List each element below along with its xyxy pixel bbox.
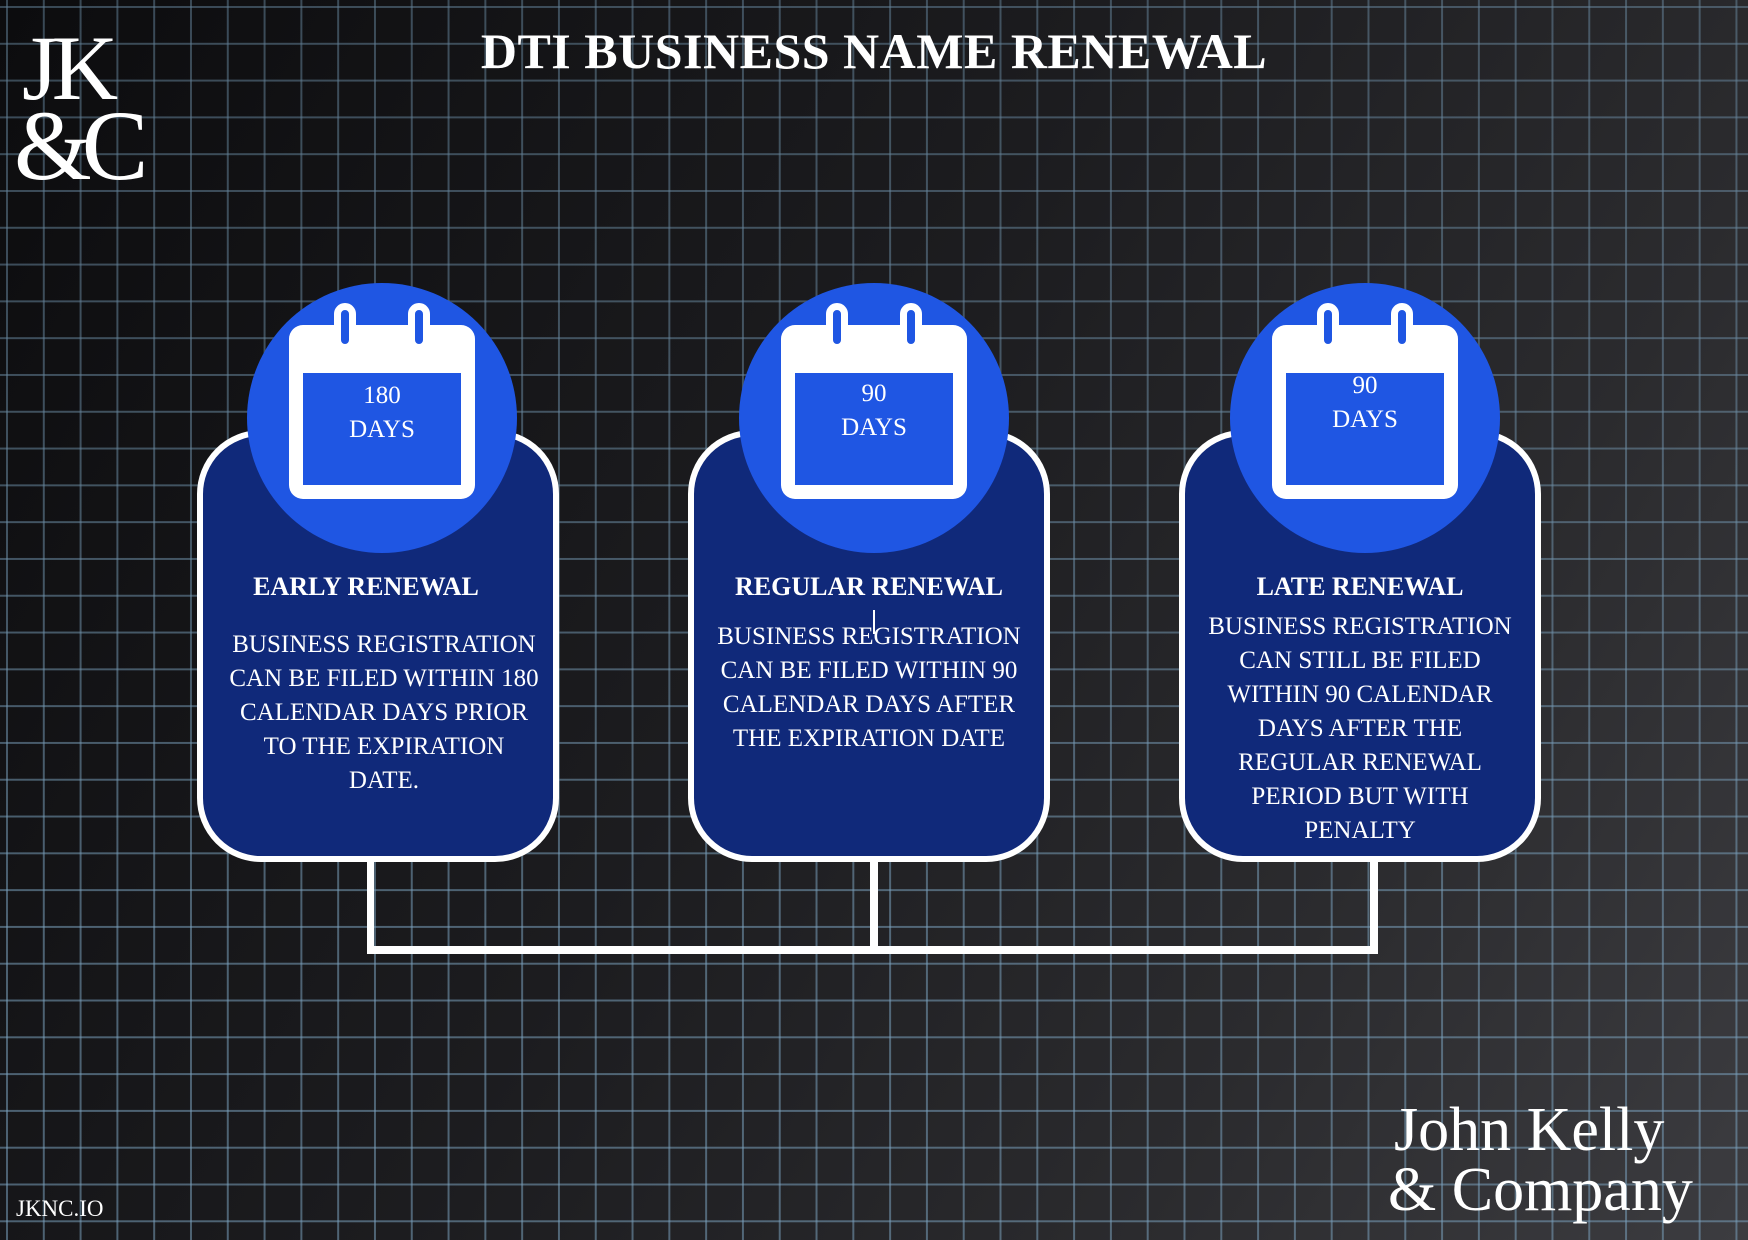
calendar-ring-icon xyxy=(334,303,356,351)
website-url: JKNC.IO xyxy=(16,1196,104,1221)
calendar-ring-icon xyxy=(900,303,922,351)
connector-left-stem xyxy=(367,860,374,950)
card-description: BUSINESS REGISTRATION CAN STILL BE FILED… xyxy=(1208,613,1512,844)
days-number: 90 xyxy=(861,380,887,407)
calendar-icon: 90 DAYS xyxy=(1272,303,1458,499)
connector-bar xyxy=(367,946,1378,954)
days-number: 90 xyxy=(1352,372,1378,399)
days-unit: DAYS xyxy=(349,416,415,443)
calendar-badge: 90 DAYS xyxy=(739,283,1009,553)
days-unit: DAYS xyxy=(841,414,907,441)
card-description: BUSINESS REGISTRATION CAN BE FILED WITHI… xyxy=(229,631,539,794)
calendar-ring-icon xyxy=(408,303,430,351)
calendar-ring-icon xyxy=(1391,303,1413,351)
wordmark-line-2: & Company xyxy=(1388,1156,1693,1224)
days-unit: DAYS xyxy=(1332,406,1398,433)
connector-right-stem xyxy=(1370,860,1378,950)
wordmark-line-1: John Kelly xyxy=(1394,1096,1665,1164)
card-description: BUSINESS REGISTRATION CAN BE FILED WITHI… xyxy=(717,623,1021,752)
jkc-logo: JK &C xyxy=(14,17,164,196)
text-cursor xyxy=(873,610,875,634)
card-title: EARLY RENEWAL xyxy=(253,572,479,601)
calendar-ring-icon xyxy=(826,303,848,351)
calendar-badge: 90 DAYS xyxy=(1230,283,1500,553)
calendar-badge: 180 DAYS xyxy=(247,283,517,553)
days-label: 90 DAYS xyxy=(795,377,953,445)
days-label: 180 DAYS xyxy=(303,379,461,447)
logo-line-1: JK xyxy=(22,17,118,119)
page-title: DTI BUSINESS NAME RENEWAL xyxy=(480,23,1268,79)
calendar-icon: 180 DAYS xyxy=(289,303,475,499)
card-title: REGULAR RENEWAL xyxy=(735,572,1003,601)
days-number: 180 xyxy=(363,382,401,409)
logo-line-2: &C xyxy=(14,90,149,201)
connector-middle-stem xyxy=(870,860,878,950)
company-wordmark: John Kelly & Company xyxy=(1388,1096,1738,1224)
calendar-icon: 90 DAYS xyxy=(781,303,967,499)
days-label: 90 DAYS xyxy=(1286,369,1444,437)
calendar-ring-icon xyxy=(1317,303,1339,351)
renewal-card-early: EARLY RENEWAL BUSINESS REGISTRATION CAN … xyxy=(197,430,559,862)
card-title: LATE RENEWAL xyxy=(1256,572,1464,601)
